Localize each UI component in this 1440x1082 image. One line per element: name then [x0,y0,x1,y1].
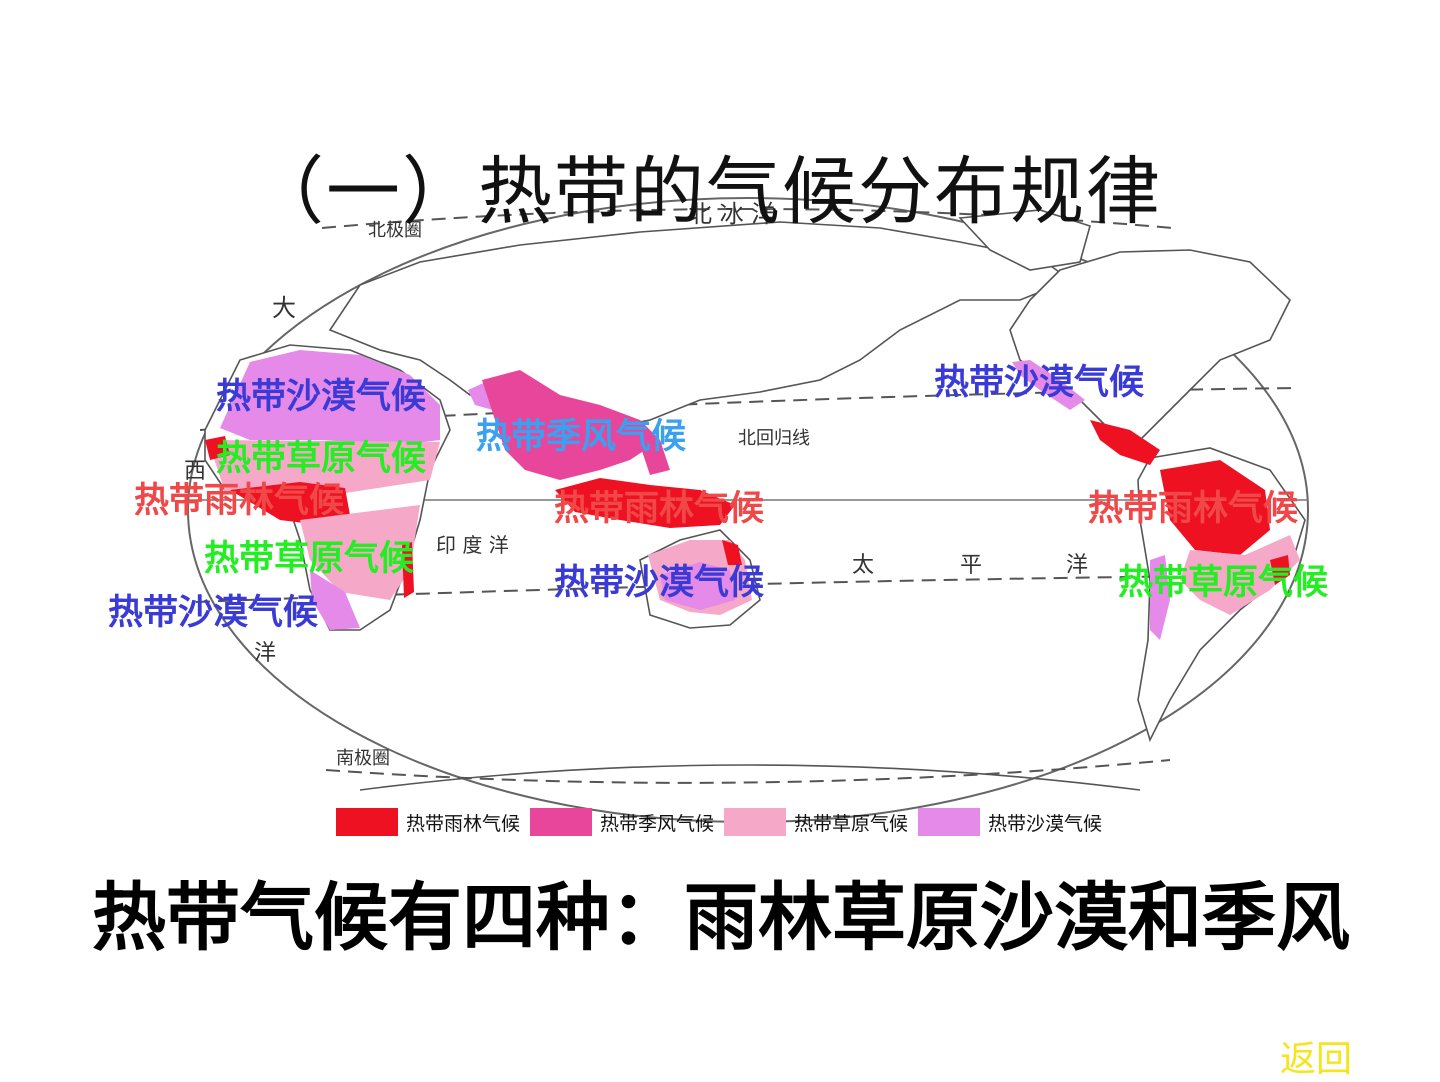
page-title: （一）热带的气候分布规律 [250,149,1162,235]
map-legend: 热带雨林气候 热带季风气候 热带草原气候 热带沙漠气候 [336,806,1112,838]
label-north-america-desert: 热带沙漠气候 [934,363,1145,403]
label-africa-savanna-north: 热带草原气候 [216,439,427,479]
label-southeast-asia-rainforest: 热带雨林气候 [554,489,765,529]
legend-item-rainforest: 热带雨林气候 [336,808,520,836]
atlantic-label-yang: 洋 [254,641,276,666]
south-america-savanna [1180,535,1300,615]
australia-desert [660,562,735,610]
pacific-label-ping: 平 [960,553,982,578]
legend-swatch-savanna [724,808,787,836]
africa-rainforest [230,482,350,525]
arctic-ocean-label: 北 冰 洋 [688,200,775,228]
legend-label: 热带草原气候 [794,812,909,835]
brazil-coast-rainforest [1270,555,1290,585]
tropic-cancer-label: 北回归线 [738,428,810,449]
legend-swatch-rainforest [336,808,398,836]
legend-item-desert: 热带沙漠气候 [918,808,1102,836]
antarctic-circle-label: 南极圈 [336,748,390,769]
africa-rainforest-coast [205,436,230,460]
central-america-rainforest [1090,420,1160,465]
legend-swatch-desert [918,808,981,836]
greenland-outline [958,209,1091,271]
madagascar-rainforest [402,542,414,598]
africa-savanna-north [208,440,440,500]
atlantic-label-xi: 西 [184,459,206,484]
antarctica-outline [359,764,1141,791]
atlantic-label-da: 大 [272,294,296,322]
label-africa-savanna-south: 热带草原气候 [204,539,415,579]
label-south-america-savanna: 热带草原气候 [1118,563,1329,603]
indian-ocean-label: 印 度 洋 [436,533,509,557]
africa-desert-south [310,570,360,630]
south-asia-monsoon [482,370,660,480]
summary-text: 热带气候有四种：雨林草原沙漠和季风 [92,875,1350,961]
label-africa-rainforest: 热带雨林气候 [134,481,345,521]
australia-rainforest [722,540,742,565]
legend-item-monsoon: 热带季风气候 [530,808,714,836]
pacific-label-tai: 太 [852,553,874,578]
label-africa-desert-north: 热带沙漠气候 [216,377,427,417]
label-asia-monsoon: 热带季风气候 [476,417,687,457]
legend-swatch-monsoon [530,808,593,836]
north-america-desert [1012,360,1085,410]
antarctic-circle-line [325,759,1171,784]
legend-label: 热带季风气候 [600,812,715,835]
south-america-rainforest [1160,460,1270,555]
arctic-circle-label: 北极圈 [368,220,422,241]
philippines-monsoon [640,440,670,475]
southeast-asia-rainforest [555,478,735,528]
climate-zones [205,350,1300,640]
label-south-america-rainforest: 热带雨林气候 [1088,489,1299,529]
legend-label: 热带沙漠气候 [988,812,1103,835]
label-africa-desert-south: 热带沙漠气候 [108,593,319,633]
back-link[interactable]: 返回 [1280,1039,1353,1080]
legend-item-savanna: 热带草原气候 [724,808,908,836]
north-america-outline [1009,249,1291,441]
legend-label: 热带雨林气候 [406,812,521,835]
south-america-desert-west [1150,555,1170,640]
africa-desert-north [220,350,440,445]
pacific-label-yang: 洋 [1066,553,1088,578]
africa-savanna-south [300,505,420,600]
label-australia-desert: 热带沙漠气候 [554,563,765,603]
